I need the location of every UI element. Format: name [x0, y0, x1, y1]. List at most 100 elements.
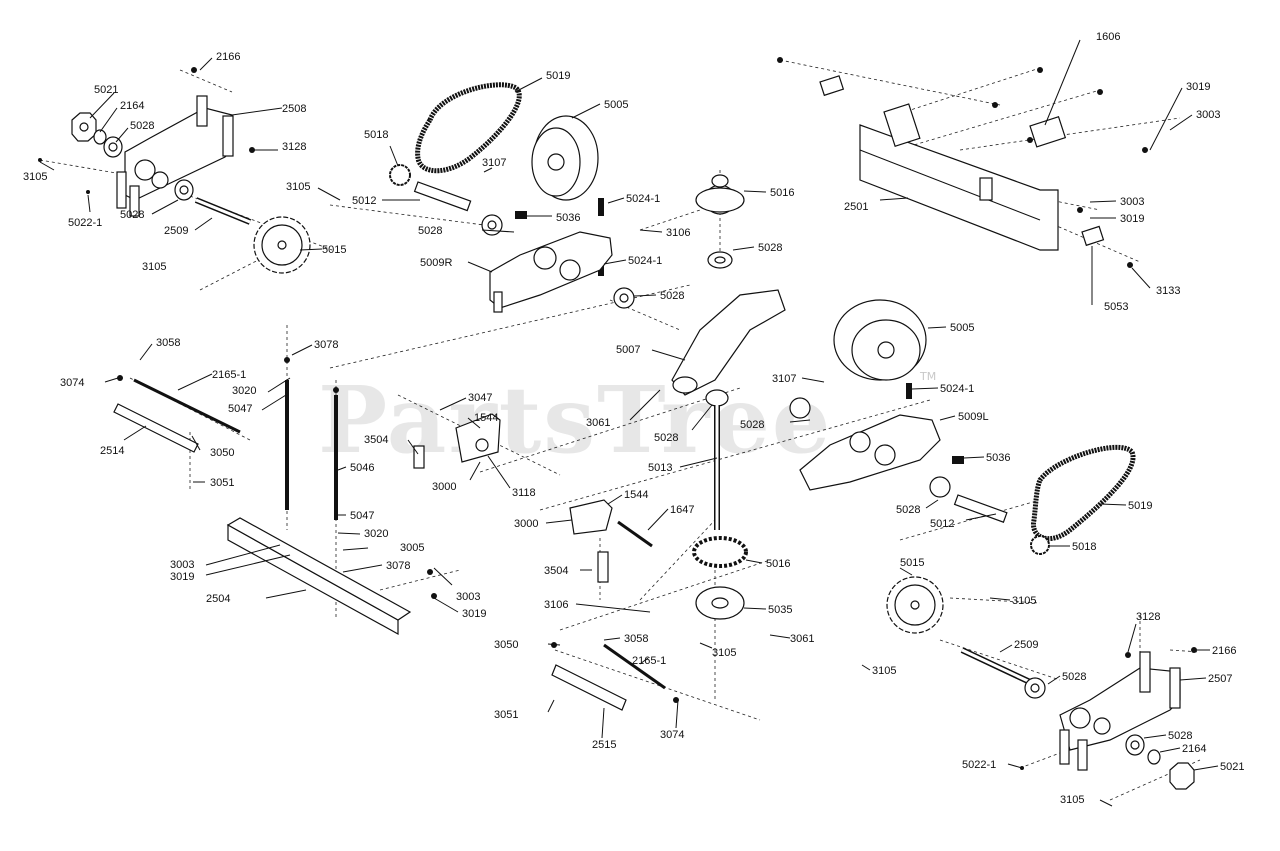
- part-label: 3106: [544, 599, 568, 611]
- collar-2164-right: [1147, 749, 1161, 765]
- part-label: 3105: [1012, 595, 1036, 607]
- part-label: 5028: [660, 290, 684, 302]
- part-label: 5009R: [420, 257, 452, 269]
- bearing-5028-right: [613, 287, 635, 309]
- arm-2507: [1059, 651, 1181, 771]
- pulley-5005-right: [833, 299, 927, 381]
- part-label: 5009L: [958, 411, 989, 423]
- rod-2165-1-left: [133, 378, 241, 434]
- leader-lines: [39, 39, 1219, 807]
- part-label: 5016: [770, 187, 794, 199]
- part-label: 3047: [468, 392, 492, 404]
- frame-2504: [226, 517, 412, 636]
- pin-3504-lower: [597, 551, 609, 583]
- part-label: 5018: [1072, 541, 1096, 553]
- part-label: 3074: [660, 729, 684, 741]
- bracket-top-plate: [819, 75, 845, 97]
- shaft-5012-right: [953, 494, 1008, 523]
- part-label: 5007: [616, 344, 640, 356]
- part-label: 5015: [322, 244, 346, 256]
- part-label: 3003: [1120, 196, 1144, 208]
- frame-2501: [859, 103, 1067, 251]
- arm-5007: [671, 289, 786, 396]
- part-label: 1606: [1096, 31, 1120, 43]
- part-label: 1544: [474, 412, 498, 424]
- part-label: 3107: [772, 373, 796, 385]
- part-label: 3003: [170, 559, 194, 571]
- part-label: 3504: [544, 565, 568, 577]
- part-label: 5015: [900, 557, 924, 569]
- part-label: 5012: [930, 518, 954, 530]
- left-shaft-2509: [194, 197, 252, 225]
- part-label: 5024-1: [628, 255, 662, 267]
- chain-5019-right: [1031, 444, 1136, 542]
- part-label: 3058: [156, 337, 180, 349]
- part-label: 3128: [1136, 611, 1160, 623]
- part-label: 3105: [23, 171, 47, 183]
- part-label: 5012: [352, 195, 376, 207]
- bearing-5028-center: [705, 389, 729, 407]
- part-label: 5024-1: [940, 383, 974, 395]
- part-label: 2507: [1208, 673, 1232, 685]
- part-label: 3005: [400, 542, 424, 554]
- part-label: 5005: [950, 322, 974, 334]
- part-label: 3003: [1196, 109, 1220, 121]
- spring-5036-top: [515, 211, 527, 219]
- part-label: 3019: [170, 571, 194, 583]
- clutch-5016-lower: [692, 536, 748, 568]
- part-label: 3133: [1156, 285, 1180, 297]
- part-label: 2509: [1014, 639, 1038, 651]
- part-label: 5019: [1128, 500, 1152, 512]
- part-label: 3074: [60, 377, 84, 389]
- part-label: 5022-1: [962, 759, 996, 771]
- part-label: 5028: [120, 209, 144, 221]
- part-label: 5019: [546, 70, 570, 82]
- part-label: 3050: [210, 447, 234, 459]
- bearing-5028-topmid: [707, 251, 733, 269]
- parts: [71, 75, 1195, 790]
- left-bearing-5028b: [174, 179, 194, 201]
- bracket-1544-upper: [455, 413, 501, 463]
- part-label: 5024-1: [626, 193, 660, 205]
- part-label: 5021: [94, 84, 118, 96]
- part-label: 5021: [1220, 761, 1244, 773]
- part-label: 5018: [364, 129, 388, 141]
- part-label: 5028: [896, 504, 920, 516]
- part-label: 2508: [282, 103, 306, 115]
- part-label: 3105: [1060, 794, 1084, 806]
- part-label: 2165-1: [632, 655, 666, 667]
- part-label: 3105: [142, 261, 166, 273]
- shaft-5012-top: [413, 181, 472, 212]
- bearing-5028-top: [481, 214, 503, 236]
- part-label: 3078: [386, 560, 410, 572]
- part-label: 3020: [364, 528, 388, 540]
- bearing-5028-lowright: [1024, 677, 1046, 699]
- part-label: 2165-1: [212, 369, 246, 381]
- chain-5019-top: [415, 82, 522, 174]
- part-label: 3019: [1186, 81, 1210, 93]
- part-label: 3106: [666, 227, 690, 239]
- bolt-1647: [617, 520, 653, 548]
- bearing-5028-rightlow: [929, 476, 951, 498]
- part-label: 5036: [986, 452, 1010, 464]
- part-label: 5028: [654, 432, 678, 444]
- part-label: 3061: [586, 417, 610, 429]
- bracket-1544-lower: [569, 499, 613, 535]
- part-label: 5028: [1168, 730, 1192, 742]
- left-bearing-5028: [103, 136, 123, 158]
- spring-5024-top: [598, 198, 604, 216]
- part-label: 5036: [556, 212, 580, 224]
- part-label: 5028: [740, 419, 764, 431]
- part-label: 3000: [514, 518, 538, 530]
- left-sprocket-5015: [253, 216, 311, 274]
- part-label: 3051: [494, 709, 518, 721]
- part-label: 3107: [482, 157, 506, 169]
- part-label: 5005: [604, 99, 628, 111]
- part-label: 5047: [350, 510, 374, 522]
- part-label: 5035: [768, 604, 792, 616]
- part-label: 1544: [624, 489, 648, 501]
- part-label: 3020: [232, 385, 256, 397]
- part-label: 2504: [206, 593, 230, 605]
- part-label: 5028: [130, 120, 154, 132]
- pulley-5005-top: [531, 115, 599, 201]
